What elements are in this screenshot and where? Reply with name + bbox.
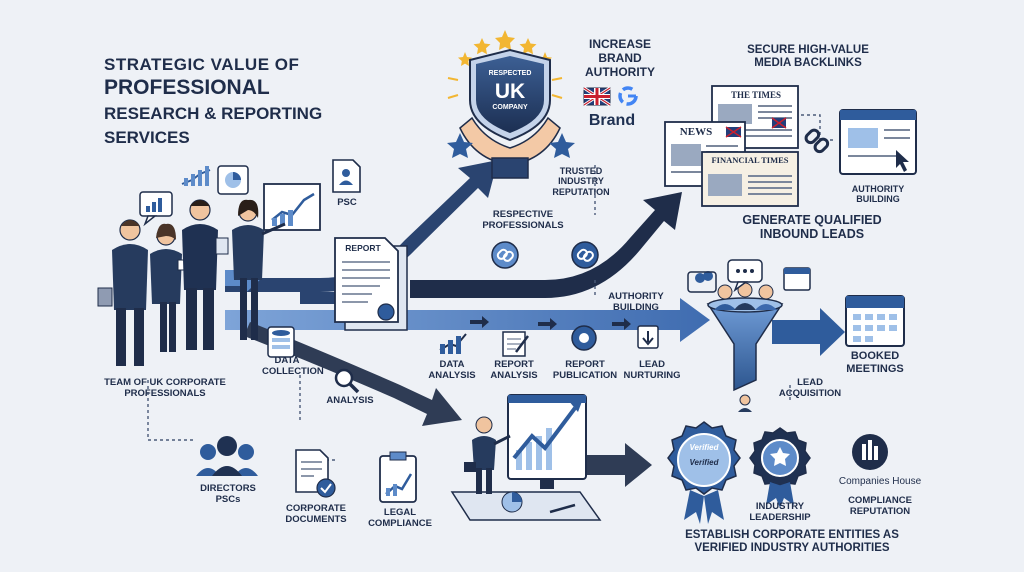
establish-entities-label: ESTABLISH CORPORATE ENTITIES AS VERIFIED… [685,529,899,555]
link-circle-icon [491,241,519,269]
authority-building-top-label: AUTHORITY BUILDING [851,184,905,205]
report-analysis-icon [502,331,529,357]
funnel-icon [706,282,784,412]
arrow-to-meetings [772,308,845,356]
bar-chart-icon [181,166,211,186]
uk-flag-icon [583,86,611,107]
data-analysis-label: DATA ANALYSIS [428,359,476,381]
team-label: TEAM OF UK CORPORATE PROFESSIONALS [104,377,226,399]
directors-group-icon [196,436,258,476]
authority-building-mid-label: AUTHORITY BUILDING [608,291,664,313]
chat-bubble-chart-icon [139,191,173,227]
gear-report-icon [571,325,597,351]
report-label: REPORT [345,243,381,253]
download-icon [637,325,659,349]
industry-leadership-medal-icon [749,427,811,508]
arrow-to-funnel [225,298,710,342]
data-analysis-icon [439,333,467,354]
psc-label: PSC [337,197,357,208]
monitor-growth-chart-icon [450,394,602,521]
page-title: STRATEGIC VALUE OF PROFESSIONAL RESEARCH… [104,55,322,148]
lead-acquisition-label: LEAD ACQUISITION [778,377,842,399]
pie-chart-bubble-icon [217,165,249,195]
data-collection-label: DATA COLLECTION [262,355,324,377]
browser-window-icon [839,109,917,175]
booked-meetings-label: BOOKED MEETINGS [846,350,904,375]
arrow-to-verified [560,443,652,487]
newspaper-times-title: THE TIMES [730,90,782,100]
badge-line-3: COMPANY [492,104,528,111]
small-arrows [470,316,631,330]
badge-line-1: RESPECTED [488,70,532,77]
compliance-reputation-label: COMPLIANCE REPUTATION [848,495,912,517]
arrow-to-chart [244,322,462,426]
report-analysis-label: REPORT ANALYSIS [490,359,538,381]
title-line-4: SERVICES [104,128,190,147]
team-people-icon [97,199,286,366]
corporate-documents-icon [295,449,336,498]
brand-label: Brand [588,112,636,129]
title-line-2: PROFESSIONAL [104,76,270,99]
link-chain-icon [804,128,830,154]
report-publication-label: REPORT PUBLICATION [552,359,618,381]
link-circle-icon-2 [571,241,599,269]
newspaper-news-title: NEWS [679,126,713,138]
directors-pscs-label: DIRECTORS PSCs [200,483,256,505]
secure-backlinks-label: SECURE HIGH-VALUE MEDIA BACKLINKS [747,44,869,70]
magnifier-icon [334,368,360,394]
psc-id-card-icon [332,159,361,193]
trusted-reputation-label: TRUSTED INDUSTRY REPUTATION [552,166,610,197]
companies-house-logo-icon [852,434,888,470]
database-icon [267,326,295,358]
newspapers-icon [664,85,799,207]
industry-leadership-label: INDUSTRY LEADERSHIP [749,501,811,523]
arrow-to-media [410,192,682,298]
badge-line-2: UK [494,80,526,103]
lead-nurturing-label: LEAD NURTURING [623,359,681,381]
analysis-label: ANALYSIS [326,395,374,406]
generate-leads-label: GENERATE QUALIFIED INBOUND LEADS [742,213,882,242]
presentation-board-icon [263,183,321,231]
corporate-documents-label: CORPORATE DOCUMENTS [285,503,347,525]
verified-seal-icon [667,421,741,524]
people-chat-icon [687,259,811,293]
legal-clipboard-icon [379,451,417,503]
title-line-1: STRATEGIC VALUE OF [104,55,300,74]
companies-house-label: Companies House [838,476,922,487]
increase-brand-authority-label: INCREASE BRAND AUTHORITY [585,37,655,79]
calendar-icon [845,295,905,347]
report-document-icon [334,237,408,331]
badge-hands-icon [447,30,575,179]
legal-compliance-label: LEGAL COMPLIANCE [368,507,432,529]
newspaper-ft-title: FINANCIAL TIMES [711,155,789,165]
respective-professionals-label: RESPECTIVE PROFESSIONALS [482,209,564,231]
title-line-3: RESEARCH & REPORTING [104,104,323,123]
verified-seal-text: Verified Verified [689,443,719,468]
google-icon [618,86,638,106]
